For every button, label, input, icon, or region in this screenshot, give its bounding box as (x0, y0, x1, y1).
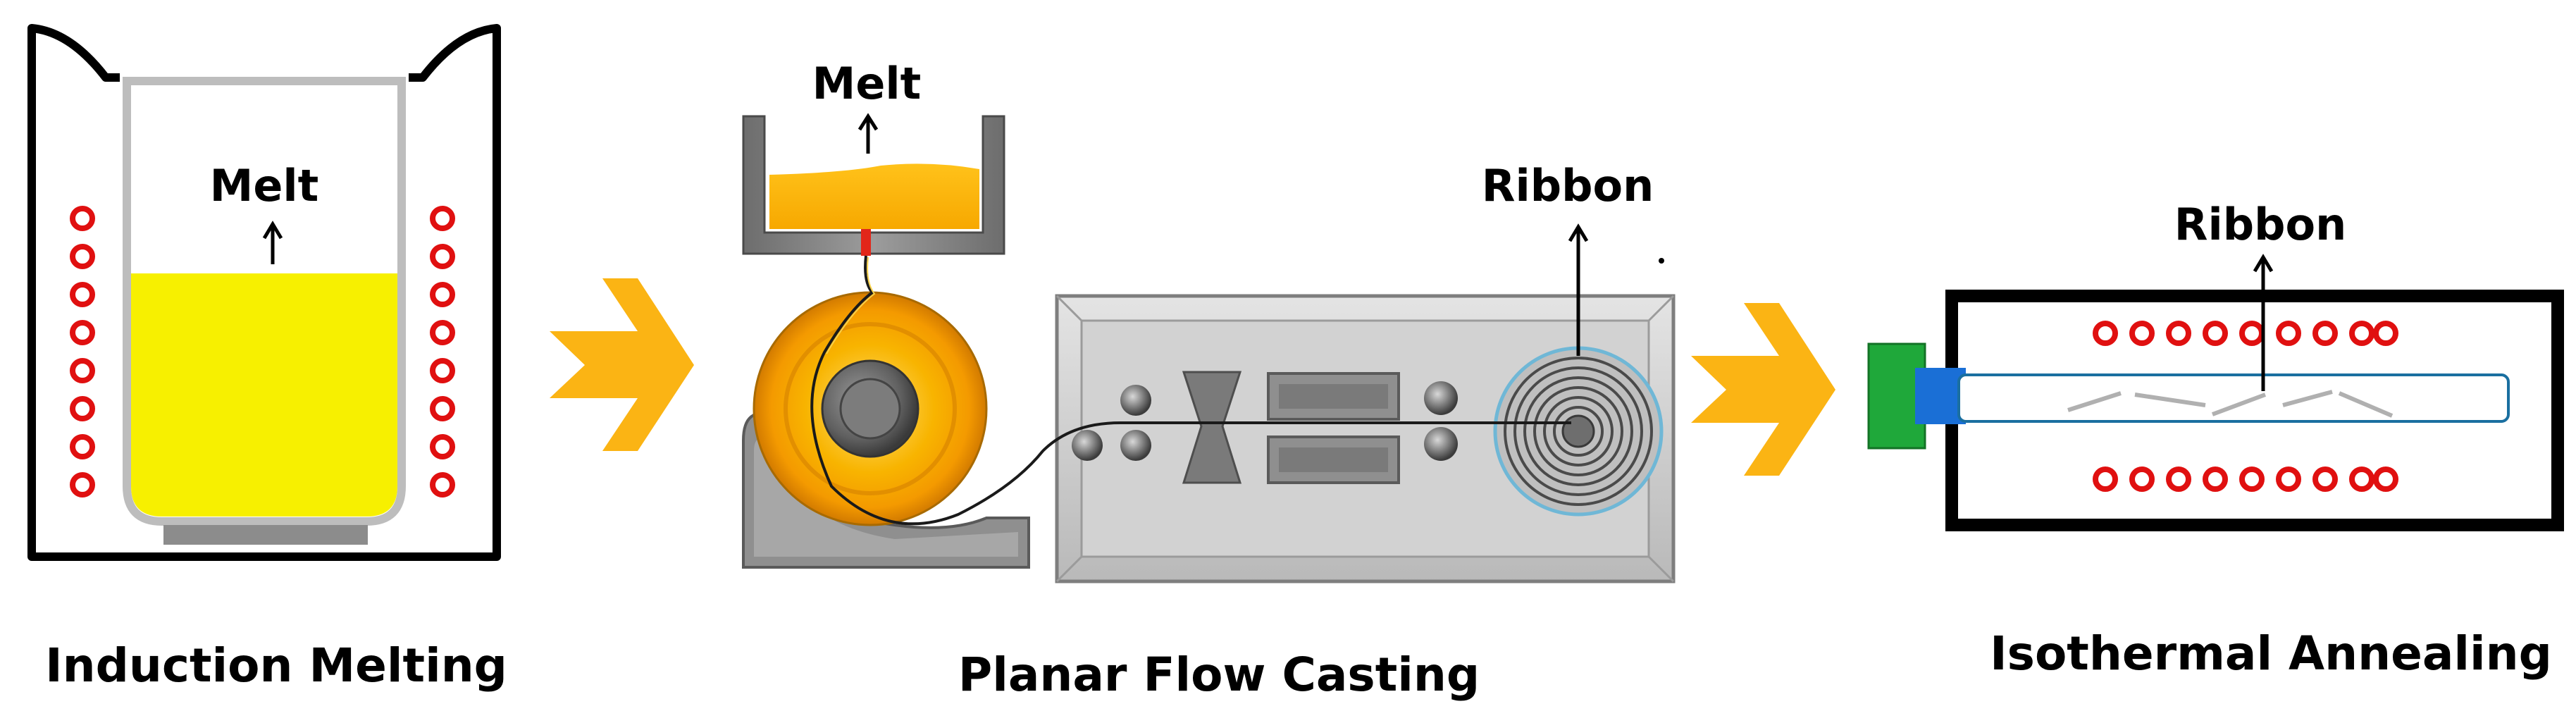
ribbon-samples (2067, 390, 2394, 418)
press-block-top-inner (1279, 384, 1388, 409)
coil-ring-icon (2093, 321, 2398, 346)
guide-roller (1120, 430, 1151, 461)
casting-melt-label: Melt (812, 58, 922, 109)
guide-roller (1424, 381, 1458, 415)
tundish (742, 115, 1005, 255)
caption-isothermal-annealing: Isothermal Annealing (1990, 626, 2552, 681)
caption-planar-flow-casting: Planar Flow Casting (958, 648, 1480, 702)
annealing-ribbon-pointer-head (2253, 254, 2274, 273)
press-block-bottom-inner (1279, 447, 1388, 472)
planar-flow-casting-stage: Melt (742, 58, 1676, 702)
coil-ring-icon (430, 206, 455, 498)
ribbon-pointer-head (1568, 223, 1589, 242)
ribbon-strip-shadow (826, 257, 876, 354)
nozzle-stream (861, 229, 871, 256)
panel-bevel (1055, 295, 1675, 583)
wheel-support-inner (754, 438, 1018, 557)
guide-roller (1120, 385, 1151, 416)
wheel-rim (784, 322, 957, 495)
crucible-base (163, 525, 368, 545)
coil-ring-icon (2093, 466, 2398, 492)
tension-device (1182, 371, 1242, 484)
caption-induction-melting: Induction Melting (45, 638, 507, 693)
casting-melt-pointer-head (857, 113, 879, 131)
casting-ribbon-label: Ribbon (1482, 160, 1654, 211)
chevron-arrow-icon (1691, 303, 1835, 476)
coil-ring-icon (70, 206, 95, 498)
annealing-ribbon-label: Ribbon (2174, 199, 2347, 250)
ribbon-coil (1493, 346, 1664, 517)
induction-melting-stage: Melt Induction Melting (27, 24, 507, 693)
isothermal-annealing-stage: Ribbon Isothermal Annealing (1867, 199, 2564, 681)
tundish-melt (769, 163, 979, 229)
melt-pointer-head (262, 221, 283, 240)
stray-dot (1659, 258, 1664, 264)
chevron-arrow-icon (550, 278, 694, 451)
wheel-axle (839, 378, 901, 440)
melt-pool (131, 273, 397, 517)
guide-roller (1072, 430, 1103, 461)
guide-roller (1424, 427, 1458, 461)
quartz-tube (1957, 373, 2510, 423)
melt-label: Melt (210, 160, 319, 211)
ribbon-strip (810, 255, 1571, 526)
